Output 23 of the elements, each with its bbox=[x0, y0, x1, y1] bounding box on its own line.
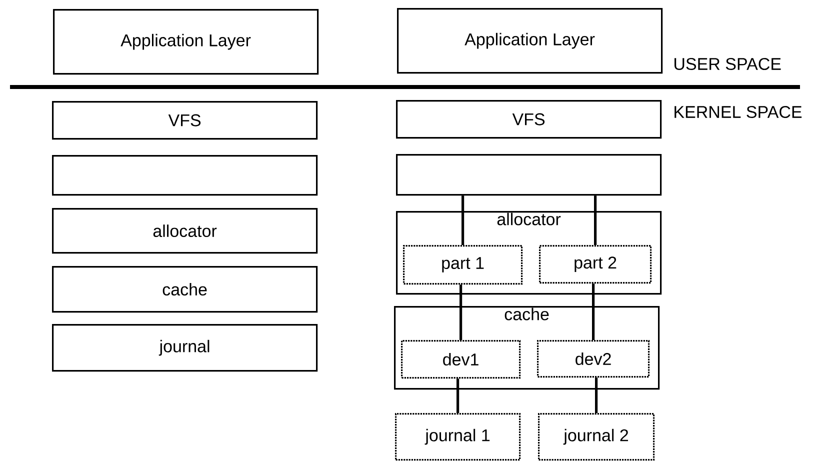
connector-line bbox=[462, 196, 464, 245]
layer-box: VFS bbox=[396, 100, 662, 139]
connector-line bbox=[592, 284, 595, 340]
layer-box: journal bbox=[52, 324, 318, 372]
dotted-box: dev2 bbox=[537, 340, 650, 378]
connector-line bbox=[456, 378, 460, 413]
layer-box: Application Layer bbox=[53, 9, 319, 75]
dotted-box: journal 1 bbox=[395, 413, 521, 461]
layer-box: cache bbox=[52, 266, 318, 313]
layer-box: VFS bbox=[52, 101, 318, 140]
connector-line bbox=[595, 378, 598, 413]
dotted-box: part 1 bbox=[403, 244, 523, 285]
layer-box bbox=[396, 154, 662, 196]
dotted-box: part 2 bbox=[539, 244, 652, 284]
dotted-box: dev1 bbox=[401, 340, 521, 379]
space-label: USER SPACE bbox=[674, 58, 781, 70]
layer-box: allocator bbox=[52, 208, 318, 254]
layer-box bbox=[52, 155, 318, 196]
space-label: KERNEL SPACE bbox=[674, 106, 802, 118]
connector-line bbox=[460, 284, 462, 340]
dotted-box: journal 2 bbox=[538, 413, 655, 461]
layer-box: Application Layer bbox=[397, 8, 663, 74]
connector-line bbox=[594, 196, 597, 245]
